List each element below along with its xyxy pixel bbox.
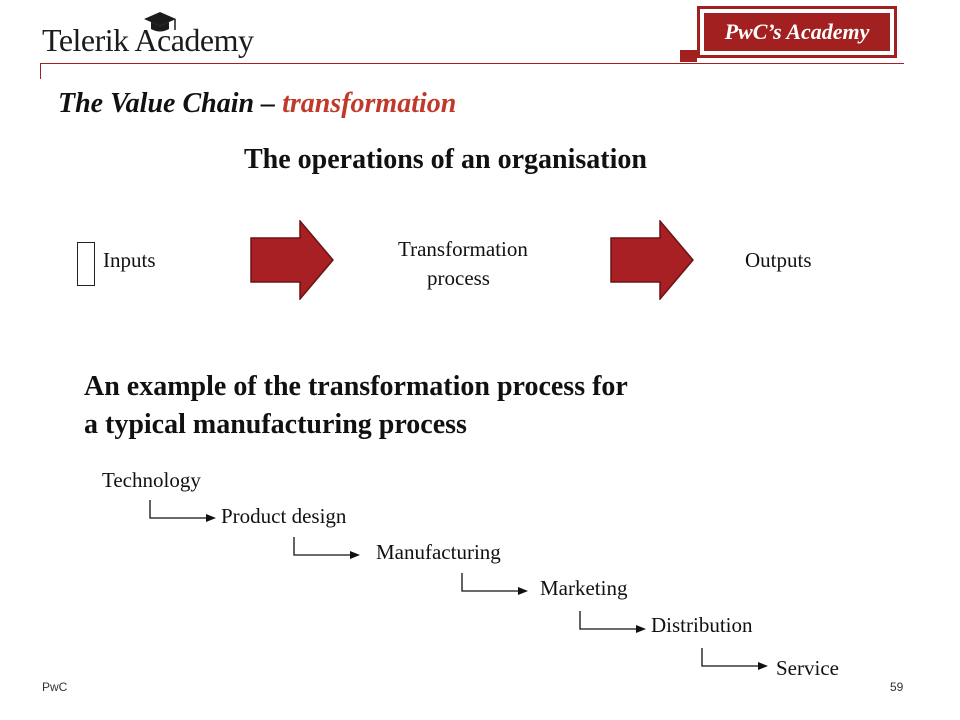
- step-technology: Technology: [102, 468, 201, 492]
- title-accent: transformation: [282, 88, 457, 119]
- footer-brand: PwC: [42, 680, 68, 694]
- example-heading-line1: An example of the transformation process…: [84, 371, 628, 402]
- slide-subtitle: The operations of an organisation: [244, 144, 647, 175]
- transformation-label-line1: Transformation: [398, 237, 528, 261]
- pwc-logo-text: PwC’s Academy: [724, 19, 870, 44]
- title-main: The Value Chain –: [58, 88, 283, 119]
- page-number: 59: [890, 680, 904, 694]
- elbow-arrow-icon: [701, 648, 768, 670]
- step-service: Service: [776, 656, 839, 680]
- elbow-arrow-icon: [579, 611, 646, 633]
- pwc-academy-logo: PwC’s Academy: [697, 6, 897, 58]
- checkbox-glyph: [77, 242, 95, 286]
- elbow-arrow-icon: [293, 537, 360, 559]
- telerik-academy-logo: Telerik Academy: [42, 10, 282, 60]
- step-manufacturing: Manufacturing: [376, 540, 501, 564]
- header-divider: [40, 63, 904, 64]
- logo-tab-decoration: [680, 50, 697, 62]
- slide-title: The Value Chain – transformation: [58, 88, 456, 120]
- transformation-label-line2: process: [427, 266, 490, 290]
- graduation-cap-icon: [144, 12, 176, 32]
- header-tick: [40, 63, 41, 79]
- step-product-design: Product design: [221, 504, 347, 528]
- example-heading: An example of the transformation process…: [84, 368, 864, 444]
- right-arrow-icon: [250, 220, 334, 300]
- step-marketing: Marketing: [540, 576, 628, 600]
- telerik-logo-text: Telerik Academy: [42, 22, 254, 58]
- inputs-label: Inputs: [103, 248, 156, 272]
- elbow-arrow-icon: [149, 500, 216, 522]
- outputs-label: Outputs: [745, 248, 812, 272]
- right-arrow-icon: [610, 220, 694, 300]
- step-distribution: Distribution: [651, 613, 753, 637]
- elbow-arrow-icon: [461, 573, 528, 595]
- example-heading-line2: a typical manufacturing process: [84, 409, 467, 440]
